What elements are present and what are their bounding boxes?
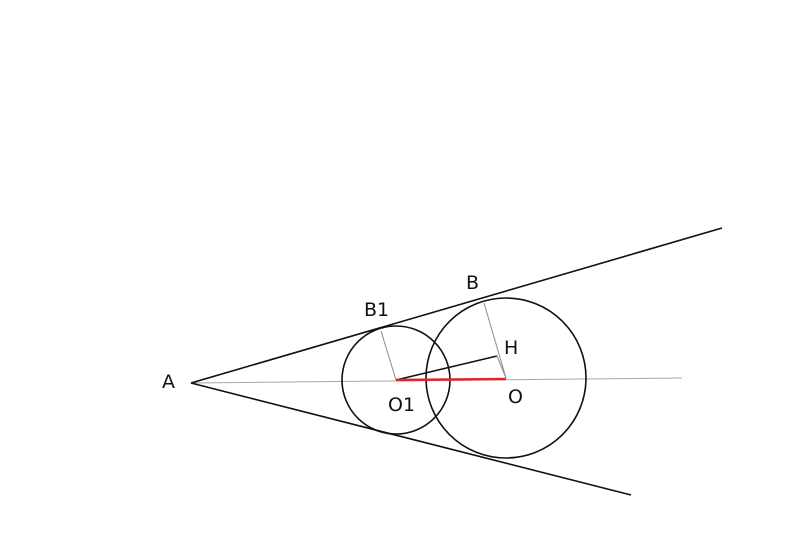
segment-o1-h bbox=[395, 355, 498, 381]
large-circle bbox=[425, 297, 587, 459]
radius-o-b bbox=[483, 302, 507, 379]
label-o1: O1 bbox=[388, 394, 415, 416]
radius-o1-b1 bbox=[380, 330, 397, 381]
label-b: B bbox=[466, 272, 479, 294]
label-o: O bbox=[508, 386, 523, 408]
segment-h-o bbox=[496, 355, 507, 379]
label-h: H bbox=[504, 337, 518, 359]
lower-ray bbox=[190, 382, 632, 496]
label-a: A bbox=[162, 371, 175, 393]
label-b1: B1 bbox=[364, 299, 389, 321]
segment-o1-o-highlight bbox=[395, 377, 507, 382]
upper-ray bbox=[190, 227, 723, 384]
